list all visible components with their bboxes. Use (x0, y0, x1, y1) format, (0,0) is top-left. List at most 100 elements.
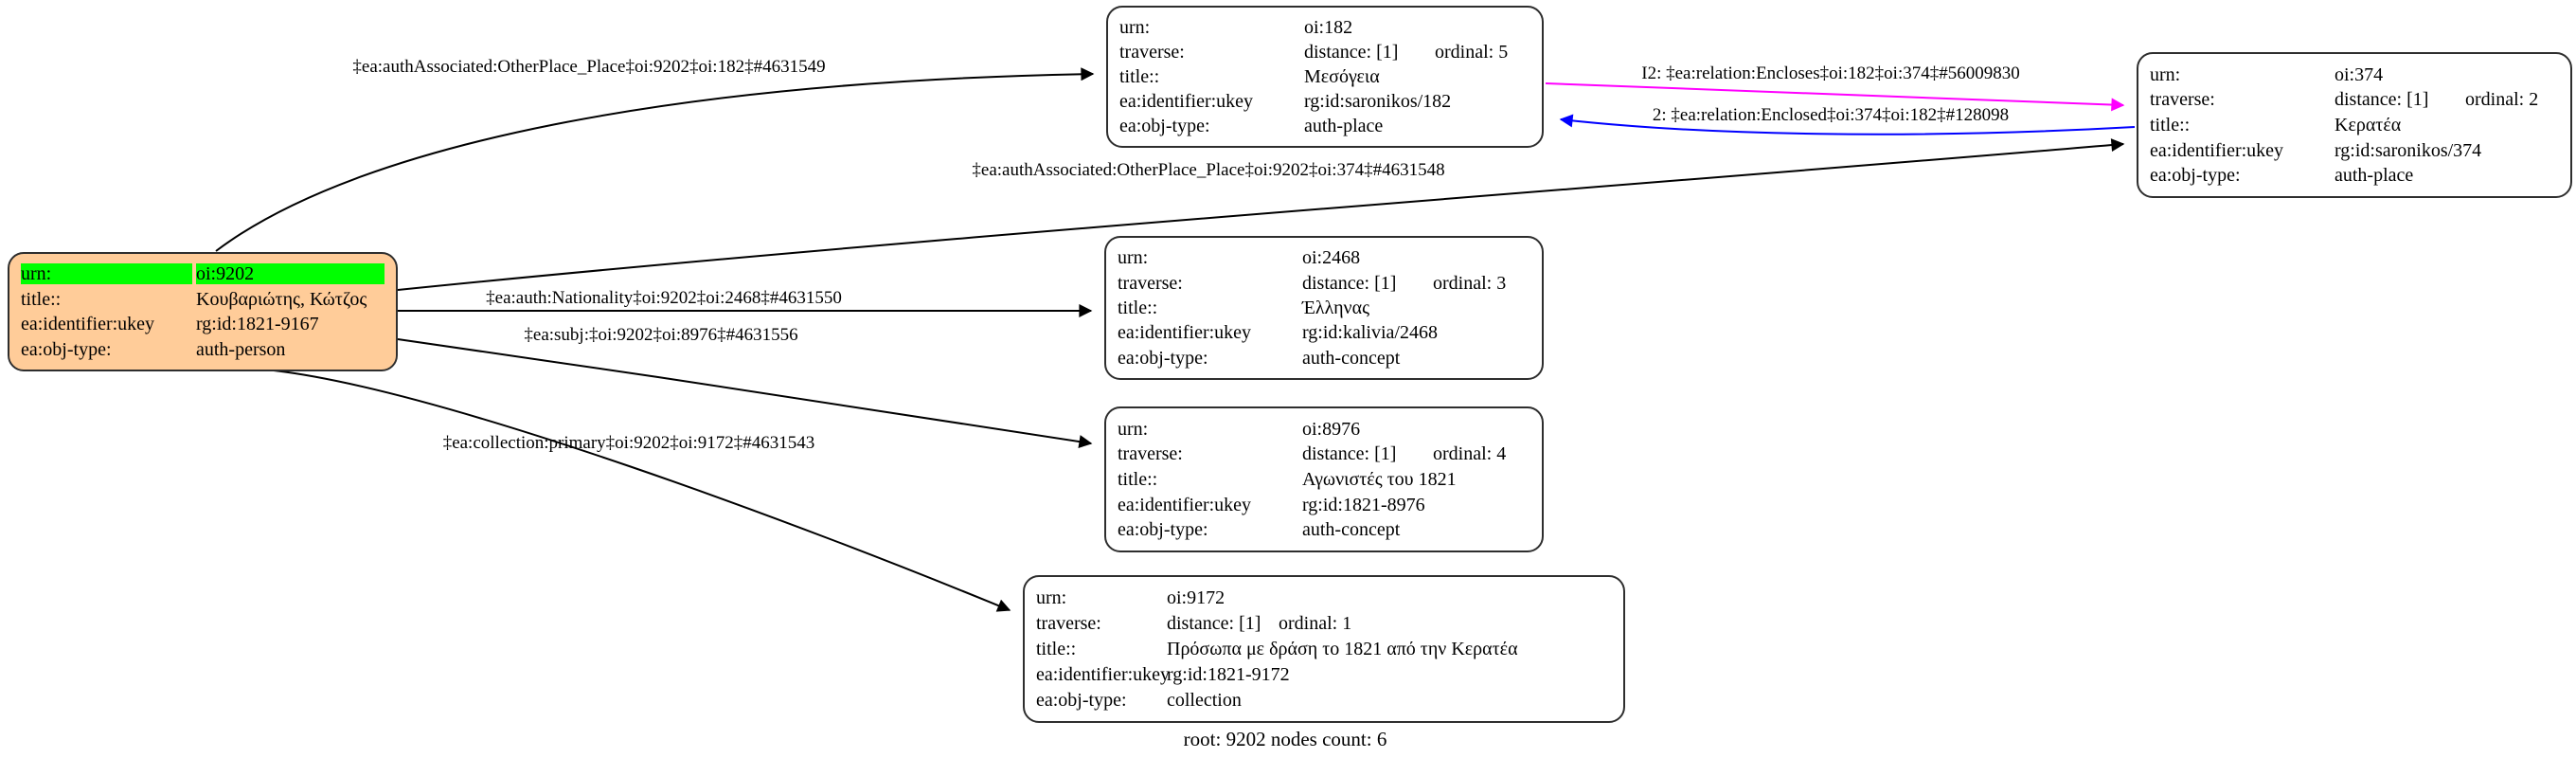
field-value-urn: oi:2468 (1302, 247, 1361, 269)
field-label-objtype: ea:obj-type: (1118, 347, 1208, 369)
node-row-urn: urn: oi:2468 (1118, 247, 1530, 268)
field-label-title: title:: (1118, 468, 1158, 490)
traverse-ordinal: ordinal: 4 (1433, 443, 1507, 465)
field-value-ukey: rg:id:1821-9167 (196, 314, 319, 335)
field-value-objtype: auth-place (2334, 165, 2414, 187)
node-row-objtype: ea:obj-type: auth-concept (1118, 519, 1530, 540)
node-row-title: title:: Κουβαριώτης, Κώτζος (21, 289, 385, 310)
traverse-distance: distance: [1] (1302, 272, 1397, 294)
node-row-title: title:: Κερατέα (2150, 115, 2559, 135)
edge-encloses-182-374 (1545, 82, 2125, 112)
traverse-ordinal: ordinal: 5 (1435, 42, 1509, 63)
node-row-ukey: ea:identifier:ukey rg:id:saronikos/374 (2150, 140, 2559, 161)
traverse-distance: distance: [1] (1302, 443, 1397, 465)
field-label-traverse: traverse: (2150, 89, 2215, 111)
field-label-title: title:: (2150, 114, 2191, 135)
edge-label-relation-enclosed: 2: ‡ea:relation:Enclosed‡oi:374‡oi:182‡#… (1652, 105, 2010, 125)
field-value-traverse: distance: [1]ordinal: 5 (1304, 42, 1530, 63)
traverse-ordinal: ordinal: 2 (2465, 89, 2539, 111)
field-label-urn: urn: (1118, 418, 1149, 440)
node-row-urn: urn: oi:182 (1119, 17, 1530, 38)
node-row-traverse: traverse: distance: [1] ordinal: 3 (1118, 273, 1530, 294)
field-value-title: Κουβαριώτης, Κώτζος (196, 288, 367, 310)
field-value-urn: oi:182 (1304, 17, 1353, 38)
field-value-ukey: rg:id:1821-8976 (1302, 494, 1425, 515)
node-row-objtype: ea:obj-type: auth-place (1119, 116, 1530, 136)
field-label-ukey: ea:identifier:ukey (2150, 139, 2284, 161)
node-oi-182[interactable]: urn: oi:182 traverse: distance: [1]ordin… (1106, 6, 1544, 148)
node-oi-9172[interactable]: urn: oi:9172 traverse: distance: [1]ordi… (1023, 575, 1625, 723)
field-value-objtype: auth-concept (1302, 519, 1401, 541)
traverse-ordinal: ordinal: 1 (1279, 613, 1352, 634)
edge-label-authassociated-374: ‡ea:authAssociated:OtherPlace_Place‡oi:9… (972, 160, 1445, 180)
field-label-traverse: traverse: (1036, 613, 1101, 634)
field-label-urn: urn: (1036, 587, 1067, 608)
field-label-urn: urn: (2150, 63, 2181, 85)
node-oi-8976[interactable]: urn: oi:8976 traverse: distance: [1] ordi… (1104, 406, 1544, 552)
field-value-objtype: auth-person (196, 338, 286, 360)
node-row-traverse: traverse: distance: [1]ordinal: 5 (1119, 42, 1530, 63)
traverse-distance: distance: [1] (2334, 89, 2429, 111)
node-row-urn: urn: oi:9172 (1036, 587, 1612, 608)
node-row-objtype: ea:obj-type: auth-concept (1118, 348, 1530, 369)
field-value-urn: oi:9202 (196, 263, 385, 285)
node-row-objtype: ea:obj-type: auth-place (2150, 165, 2559, 186)
node-oi-9202[interactable]: urn: oi:9202 title:: Κουβαριώτης, Κώτζος… (8, 252, 398, 371)
field-value-title: Κερατέα (2334, 114, 2402, 135)
node-row-ukey: ea:identifier:ukey rg:id:1821-9167 (21, 314, 385, 334)
node-row-urn: urn: oi:9202 (21, 263, 385, 285)
node-row-title: title:: Μεσόγεια (1119, 66, 1530, 87)
field-label-traverse: traverse: (1118, 272, 1183, 294)
field-label-traverse: traverse: (1119, 42, 1185, 63)
field-value-traverse: distance: [1]ordinal: 1 (1167, 613, 1612, 634)
edge-label-relation-encloses: I2: ‡ea:relation:Encloses‡oi:182‡oi:374‡… (1641, 63, 2020, 83)
node-row-urn: urn: oi:374 (2150, 64, 2559, 85)
traverse-ordinal: ordinal: 3 (1433, 272, 1507, 294)
graph-footer-caption: root: 9202 nodes count: 6 (1183, 728, 1387, 750)
field-label-ukey: ea:identifier:ukey (21, 314, 155, 335)
node-row-objtype: ea:obj-type: auth-person (21, 339, 385, 360)
edge-label-collection-primary: ‡ea:collection:primary‡oi:9202‡oi:9172‡#… (442, 433, 815, 453)
field-label-objtype: ea:obj-type: (1118, 519, 1208, 541)
field-value-objtype: auth-concept (1302, 347, 1401, 369)
field-label-objtype: ea:obj-type: (1036, 690, 1127, 711)
edge-enclosed-374-182 (1559, 114, 2136, 135)
edge-label-subj: ‡ea:subj:‡oi:9202‡oi:8976‡#4631556 (524, 325, 798, 345)
node-row-title: title:: Αγωνιστές του 1821 (1118, 469, 1530, 490)
field-label-ukey: ea:identifier:ukey (1118, 322, 1252, 344)
field-label-title: title:: (21, 288, 62, 310)
field-value-ukey: rg:id:kalivia/2468 (1302, 322, 1438, 344)
field-label-ukey: ea:identifier:ukey (1119, 91, 1254, 112)
field-value-urn: oi:374 (2334, 63, 2384, 85)
node-row-title: title:: Έλληνας (1118, 298, 1530, 318)
node-row-traverse: traverse: distance: [1] ordinal: 4 (1118, 443, 1530, 464)
field-label-title: title:: (1118, 297, 1158, 318)
node-oi-374[interactable]: urn: oi:374 traverse: distance: [1] ordin… (2137, 52, 2572, 198)
field-label-title: title:: (1119, 66, 1160, 87)
field-label-urn: urn: (1118, 247, 1149, 269)
edge-nationality-9202-2468 (397, 303, 1093, 317)
edge-authassociated-9202-374 (397, 138, 2125, 291)
field-value-urn: oi:9172 (1167, 587, 1225, 608)
field-label-traverse: traverse: (1118, 443, 1183, 465)
node-oi-2468[interactable]: urn: oi:2468 traverse: distance: [1] ordi… (1104, 236, 1544, 380)
field-label-objtype: ea:obj-type: (2150, 165, 2241, 187)
field-value-traverse: distance: [1] ordinal: 3 (1302, 273, 1530, 294)
field-value-ukey: rg:id:saronikos/374 (2334, 139, 2482, 161)
field-label-ukey: ea:identifier:ukey (1118, 494, 1252, 515)
node-row-objtype: ea:obj-type: collection (1036, 690, 1612, 711)
node-row-urn: urn: oi:8976 (1118, 419, 1530, 440)
field-label-urn: urn: (1119, 17, 1151, 38)
field-value-title: Πρόσωπα με δράση το 1821 από την Κερατέα (1167, 639, 1518, 659)
node-row-traverse: traverse: distance: [1]ordinal: 1 (1036, 613, 1612, 634)
field-value-title: Αγωνιστές του 1821 (1302, 468, 1457, 490)
field-label-objtype: ea:obj-type: (1119, 116, 1210, 136)
field-value-title: Μεσόγεια (1304, 66, 1380, 87)
edge-authassociated-9202-182 (215, 67, 1095, 252)
field-value-ukey: rg:id:1821-9172 (1167, 664, 1290, 685)
field-label-ukey: ea:identifier:ukey (1036, 664, 1171, 685)
field-value-ukey: rg:id:saronikos/182 (1304, 91, 1452, 112)
node-row-traverse: traverse: distance: [1] ordinal: 2 (2150, 89, 2559, 110)
field-value-traverse: distance: [1] ordinal: 4 (1302, 443, 1530, 464)
